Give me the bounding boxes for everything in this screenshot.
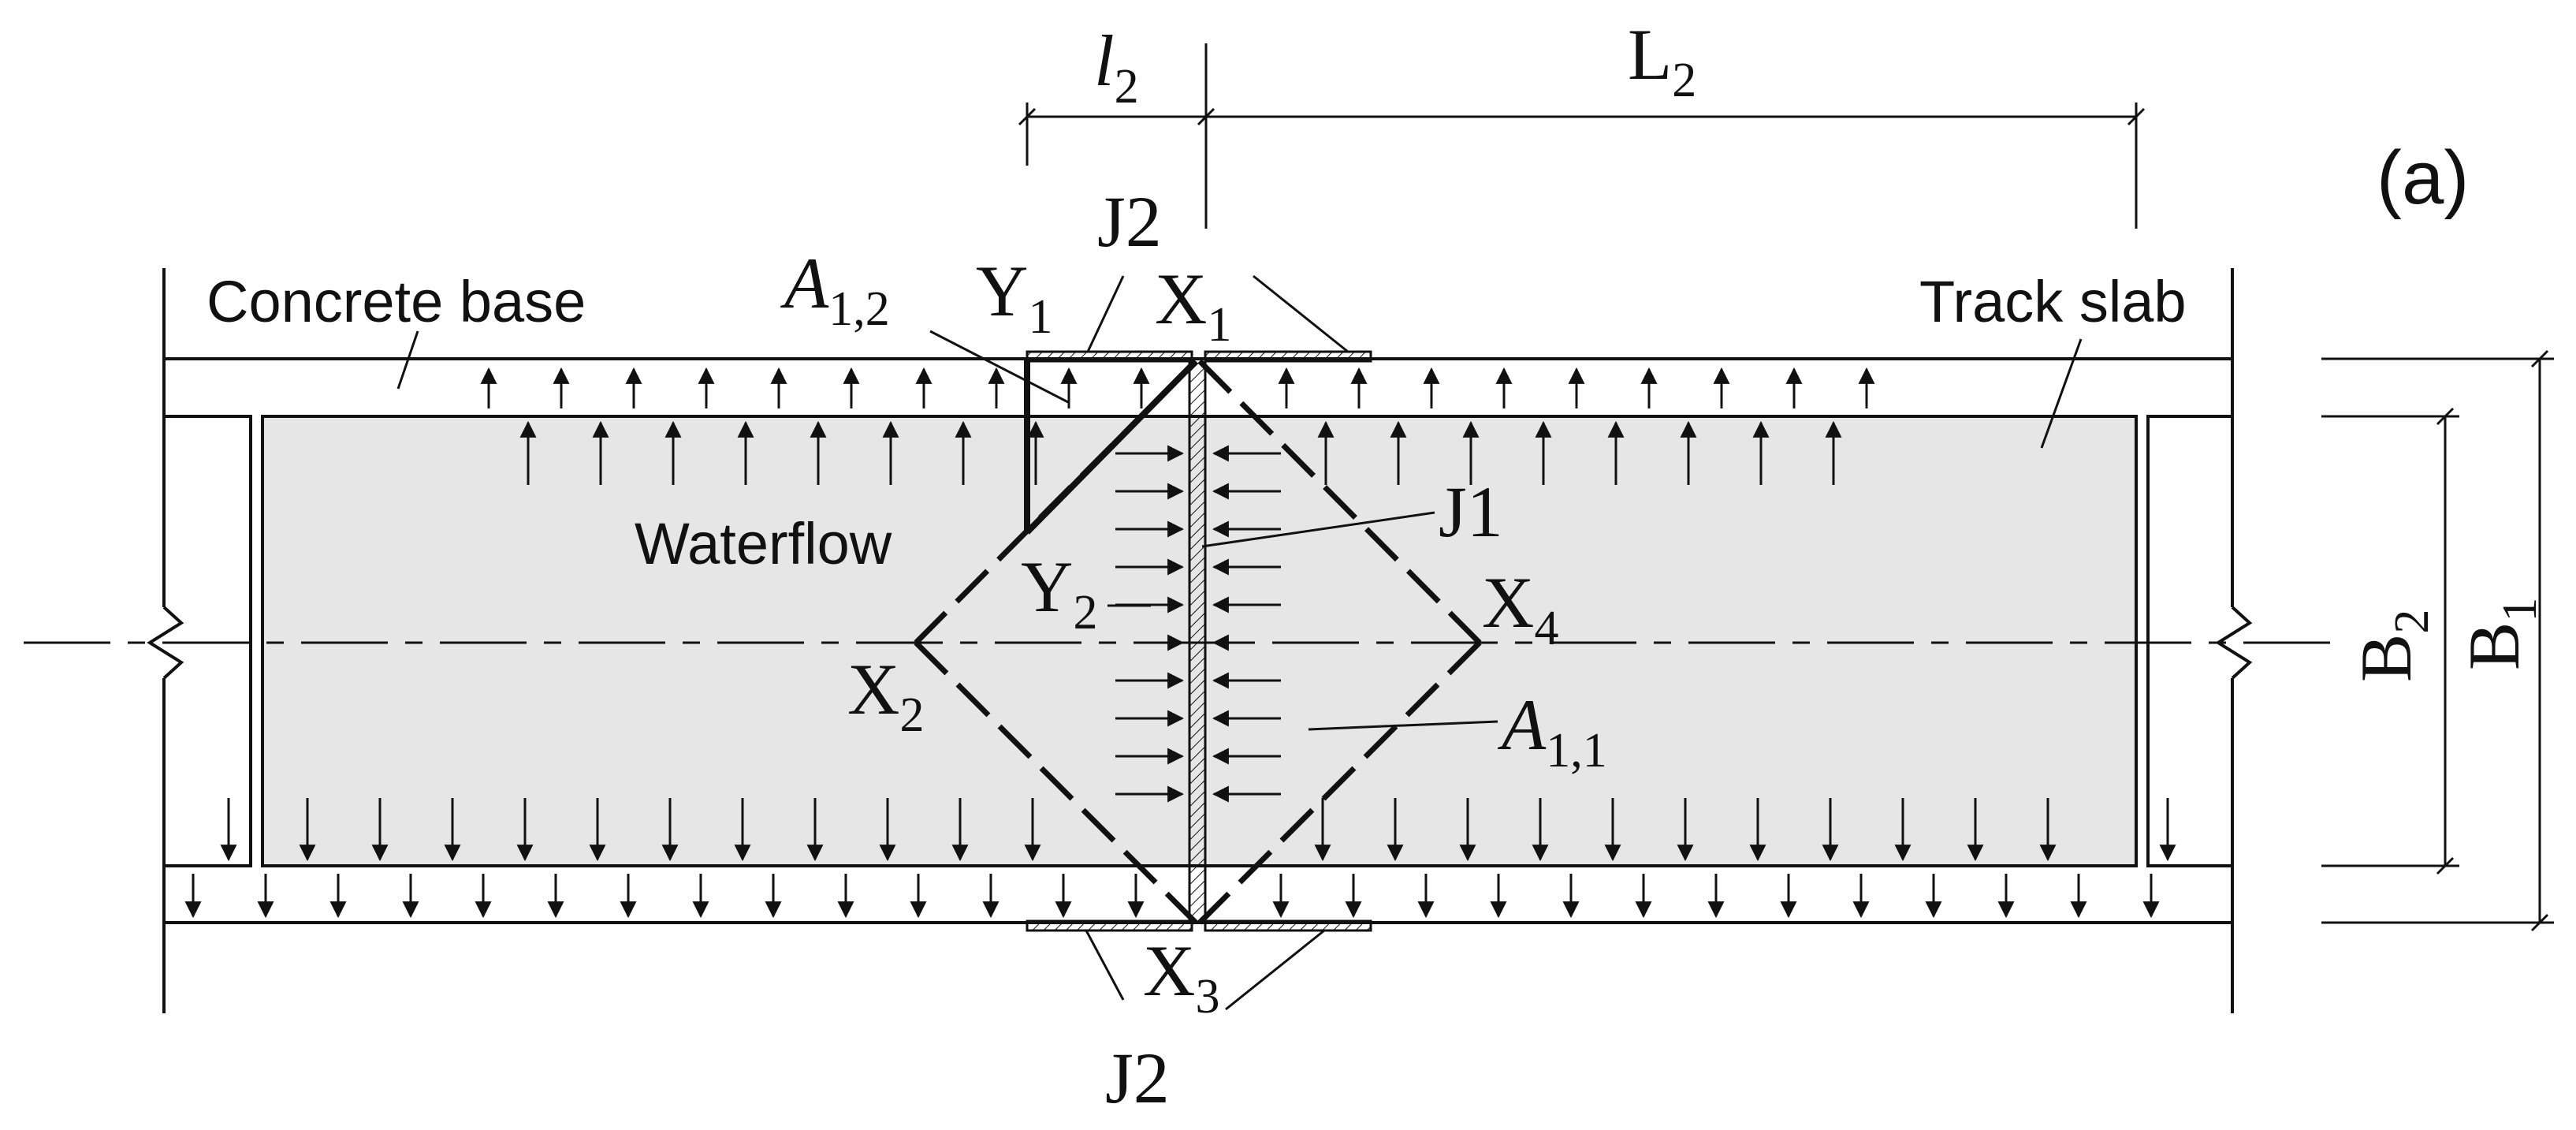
region-a12-boundary (1024, 359, 1198, 535)
track-slab-label: Track slab (1919, 269, 2187, 334)
rightward-flow-arrows (1115, 445, 1185, 803)
leader-lines (396, 274, 2083, 1011)
dim-L2-label: L2 (1628, 14, 1696, 107)
x4-label: X4 (1482, 562, 1558, 655)
waterflow-label: Waterflow (635, 511, 892, 576)
x3-label: X3 (1143, 930, 1219, 1024)
j1-label: J1 (1439, 472, 1503, 552)
j2-bottom-label: J2 (1105, 1038, 1170, 1118)
dimension-lines-top (1018, 43, 2146, 229)
crack-j2-strips (1026, 350, 1372, 932)
downward-flow-arrows-slab (220, 798, 2176, 862)
y1-label: Y1 (976, 251, 1052, 344)
dim-l2-label: l2 (1094, 21, 1139, 114)
downward-flow-arrows-bottom (184, 874, 2160, 919)
dim-B2-label: B2 (2346, 610, 2439, 682)
leftward-flow-arrows (1212, 445, 1281, 803)
crack-j1 (1188, 357, 1207, 924)
a11-label: A1,1 (1497, 684, 1607, 778)
upward-flow-arrows-slab (519, 420, 1842, 485)
y2-label: Y2 (1021, 546, 1097, 640)
dimension-lines-right (2321, 349, 2554, 932)
concrete-base-label: Concrete base (207, 269, 586, 334)
x1-label: X1 (1155, 259, 1231, 352)
upward-flow-arrows-top (480, 367, 1875, 408)
dim-B1-label: B1 (2454, 598, 2547, 670)
x2-label: X2 (847, 649, 924, 742)
panel-label: (a) (2377, 136, 2469, 220)
j2-top-label: J2 (1097, 181, 1162, 262)
a12-label: A1,2 (780, 243, 890, 336)
